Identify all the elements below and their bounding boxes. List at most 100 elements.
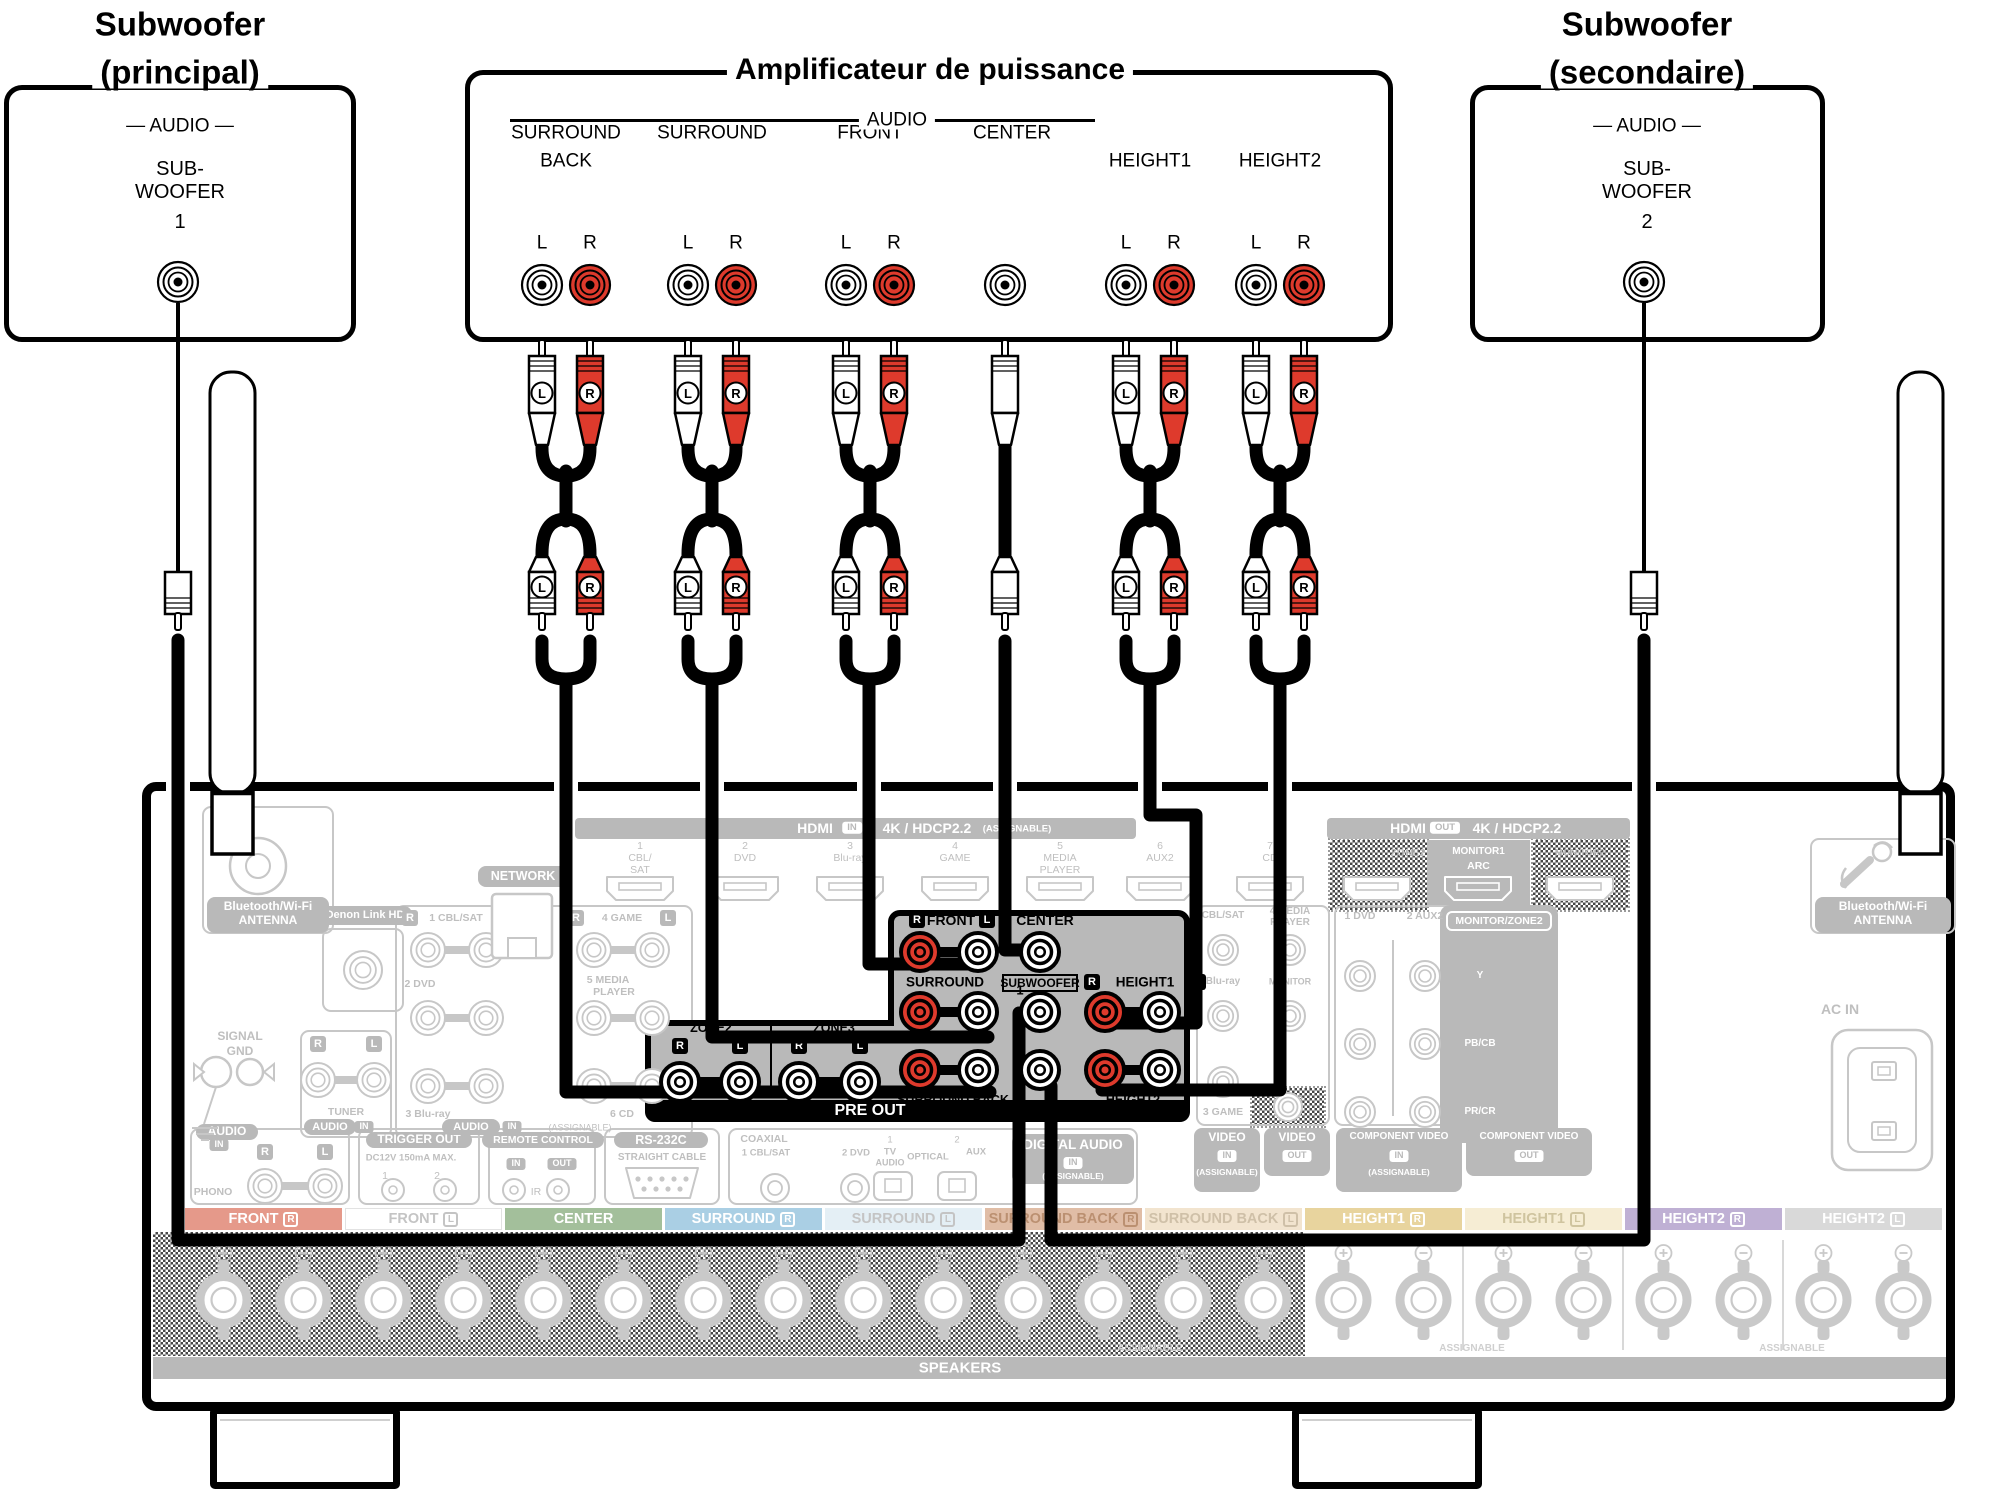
preout-block-right xyxy=(888,910,1190,1122)
monitor-zone2-title: MONITOR/ZONE2 xyxy=(1455,914,1543,927)
cable-subwoofer-1-plug xyxy=(163,570,193,631)
tab-label: HEIGHT2 xyxy=(1662,1211,1725,1227)
preout-letter: L xyxy=(979,912,995,928)
tab-label: HEIGHT1 xyxy=(1342,1211,1405,1227)
hdmi-in-bar-hdmi: HDMI xyxy=(797,820,833,836)
preout-zone-divider xyxy=(770,1022,772,1098)
svg-text:R: R xyxy=(889,386,899,401)
subwoofer-number: 2 xyxy=(1641,211,1653,233)
preout-bar-label: PRE OUT xyxy=(834,1102,906,1119)
channel-letter: R xyxy=(568,910,584,926)
channel-letter: L xyxy=(366,1036,382,1052)
bluetooth-antenna-right-label-text: ANTENNA xyxy=(1853,912,1913,927)
preout-letter: L xyxy=(852,1038,868,1054)
bluetooth-antenna-left-label-text: ANTENNA xyxy=(238,912,298,927)
video-in-label-text: VIDEO xyxy=(1208,1130,1246,1144)
denon-link-hd-label-text: Denon Link HD xyxy=(325,909,405,922)
gray-label: COAXIAL xyxy=(740,1132,788,1145)
tab-letter: L xyxy=(443,1211,459,1227)
preout-label: SURROUND xyxy=(905,974,985,990)
gray-label: GND xyxy=(226,1044,254,1058)
gray-label: (ASSIGNABLE) xyxy=(548,1122,612,1133)
amp-channel-lr: R xyxy=(1167,232,1181,254)
gray-label: 3 Blu-ray xyxy=(405,1107,451,1120)
svg-text:R: R xyxy=(731,386,741,401)
gray-label: 4 xyxy=(952,839,958,852)
io-badge: OUT xyxy=(1282,1150,1312,1162)
gray-label: DVD xyxy=(733,851,757,864)
hdmi-in-bar-assignable: (ASSIGNABLE) xyxy=(982,823,1052,835)
tab-label: FRONT xyxy=(228,1211,279,1227)
svg-text:L: L xyxy=(684,386,692,401)
gray-label: GAME xyxy=(939,851,971,864)
tab-label: SURROUND xyxy=(691,1211,776,1227)
svg-text:L: L xyxy=(842,386,850,401)
assignable-label: ASSIGNABLE xyxy=(1117,1343,1183,1354)
component-video-in-label-text: COMPONENT VIDEO xyxy=(1349,1131,1449,1142)
assignable-sub: (ASSIGNABLE) xyxy=(1196,1166,1258,1177)
svg-text:L: L xyxy=(538,580,546,595)
assignable-label: ASSIGNABLE xyxy=(1439,1343,1505,1354)
component-label: PB/CB xyxy=(1464,1038,1496,1049)
preout-label: 2 xyxy=(1016,1048,1024,1064)
io-badge: IN xyxy=(354,1121,374,1133)
gray-label: 4 MEDIA xyxy=(1269,906,1311,917)
gray-label: 3 GAME xyxy=(1202,1105,1244,1118)
amp-channel-label: BACK xyxy=(540,150,592,172)
io-badge: OUT xyxy=(1514,1150,1544,1162)
gray-label: 2 xyxy=(742,839,748,852)
svg-text:L: L xyxy=(842,580,850,595)
preout-letter: R xyxy=(909,912,925,928)
svg-text:R: R xyxy=(585,580,595,595)
cable-subwoofer-2-plug xyxy=(1629,570,1659,631)
gray-label: SIGNAL xyxy=(217,1029,263,1043)
gray-label: STRAIGHT CABLE xyxy=(617,1152,707,1163)
denon-link-hd-label: Denon Link HD xyxy=(318,906,412,925)
gray-label: 5 MEDIA xyxy=(586,973,630,986)
gray-label: AC IN xyxy=(1820,1001,1860,1017)
gray-label: PLAYER xyxy=(1270,917,1310,928)
tab-label: HEIGHT2 xyxy=(1822,1211,1885,1227)
hdmi-out-bar-res: 4K / HDCP2.2 xyxy=(1472,820,1562,836)
preout-letter: R xyxy=(1084,974,1100,990)
tab-letter: R xyxy=(1729,1211,1745,1227)
svg-text:L: L xyxy=(1122,580,1130,595)
svg-text:L: L xyxy=(684,580,692,595)
tab-letter: L xyxy=(940,1211,956,1227)
audio-in-footer: AUDIO xyxy=(442,1119,500,1135)
gray-label: CD xyxy=(1262,851,1278,864)
amplifier-title: Amplificateur de puissance xyxy=(726,55,1134,85)
amp-channel-label: SURROUND xyxy=(657,122,767,144)
io-badge: IN xyxy=(502,1121,522,1133)
subwoofer-secondaire-box-title2: (secondaire) xyxy=(1540,55,1754,89)
subwoofer-label: WOOFER xyxy=(135,181,225,203)
gray-label: SAT xyxy=(630,863,650,876)
svg-text:R: R xyxy=(1169,580,1179,595)
gray-label: MONITOR xyxy=(1268,976,1312,987)
remote-control-label: REMOTE CONTROL xyxy=(482,1132,604,1148)
svg-text:L: L xyxy=(1252,386,1260,401)
gray-label: OPTICAL xyxy=(907,1151,949,1163)
monitor-zone2-block xyxy=(1440,905,1558,1143)
trigger-out-label-text: TRIGGER OUT xyxy=(377,1132,461,1147)
rs232c-label: RS-232C xyxy=(614,1132,708,1148)
channel-letter: L xyxy=(317,1144,333,1160)
hdmi-in-bar-badge: IN xyxy=(842,821,862,835)
tab-letter: L xyxy=(1889,1211,1905,1227)
gray-label: AUDIO xyxy=(875,1157,905,1168)
channel-letter: L xyxy=(660,910,676,926)
tuner-audio-footer: AUDIO xyxy=(304,1119,356,1135)
tab-label: SURROUND xyxy=(851,1211,936,1227)
gray-label: 3 xyxy=(847,839,853,852)
svg-text:R: R xyxy=(1299,386,1309,401)
gray-label: TUNER xyxy=(327,1105,365,1118)
io-badge: OUT xyxy=(547,1158,577,1170)
amp-channel-label: SURROUND xyxy=(511,122,621,144)
io-badge: IN xyxy=(506,1158,526,1170)
gray-label: IR xyxy=(530,1185,542,1198)
